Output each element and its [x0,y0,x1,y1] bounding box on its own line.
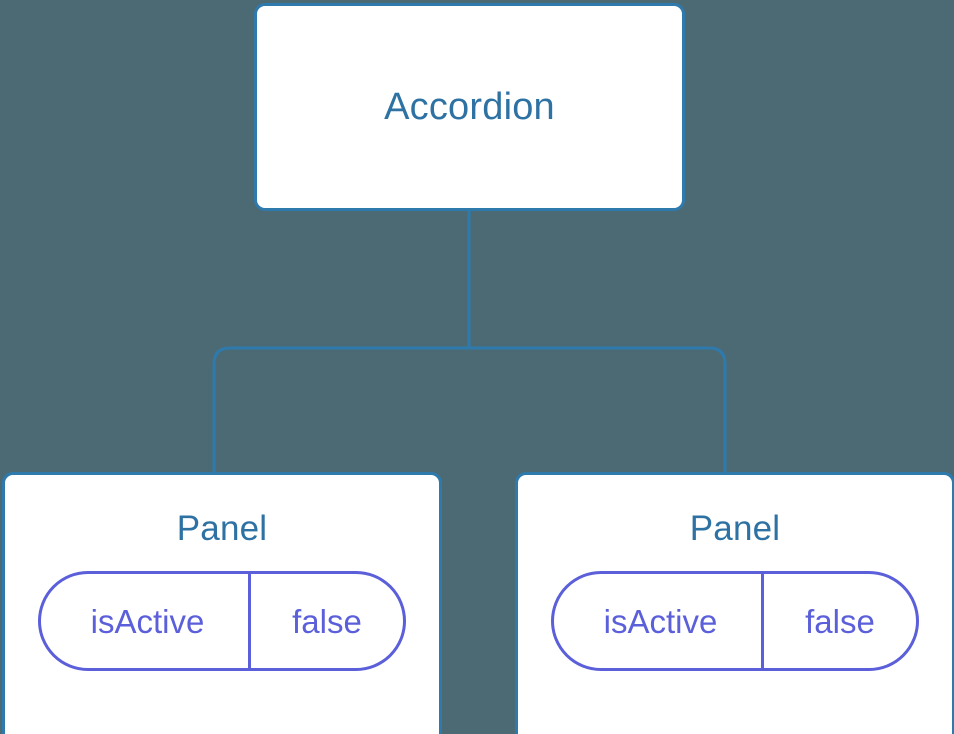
state-pill-left-key: isActive [41,574,251,668]
node-panel-right[interactable]: Panel isActive false [515,472,954,734]
state-pill-left[interactable]: isActive false [38,571,406,671]
state-pill-right-key: isActive [554,574,764,668]
node-panel-left-label: Panel [176,509,268,548]
node-accordion-label: Accordion [384,86,555,128]
edge-branch-right [469,346,727,474]
state-pill-right[interactable]: isActive false [551,571,919,671]
state-pill-right-value: false [805,602,875,640]
state-pill-left-value: false [292,602,362,640]
node-accordion[interactable]: Accordion [254,3,685,211]
node-panel-left[interactable]: Panel isActive false [2,472,442,734]
node-panel-right-label: Panel [689,509,781,548]
edge-branch-left [212,346,469,474]
